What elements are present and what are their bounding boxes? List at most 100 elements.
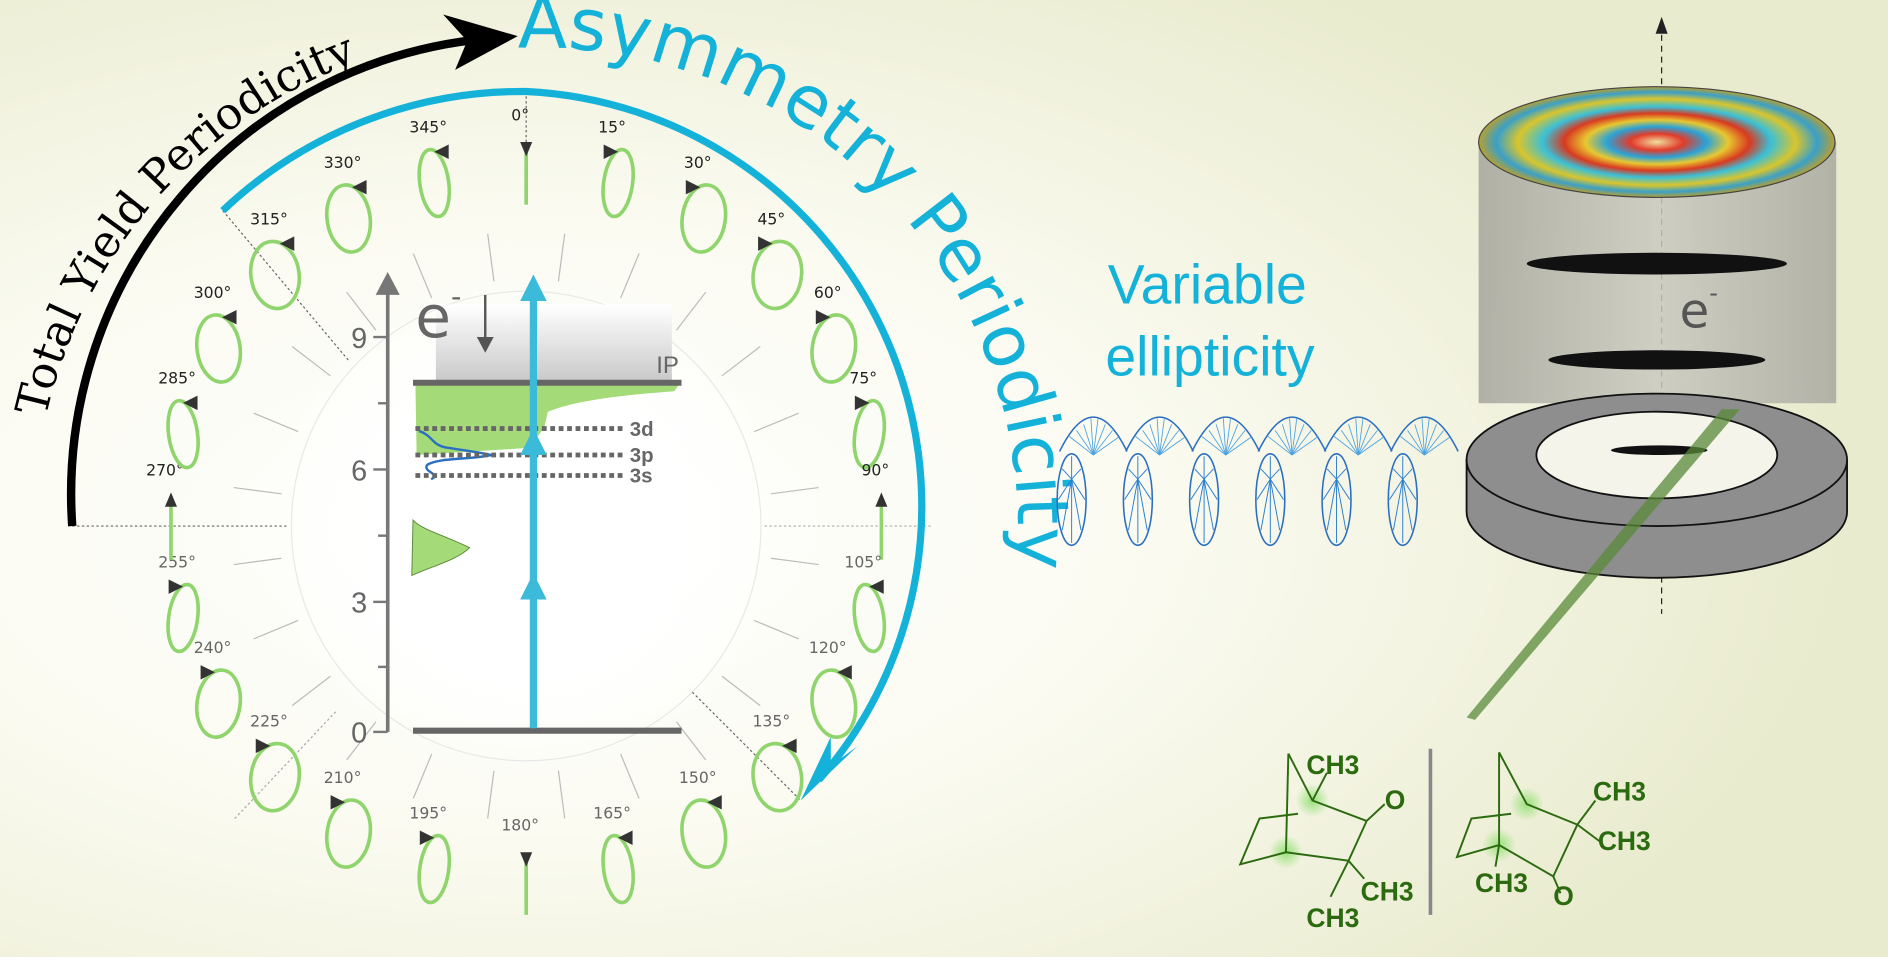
- angle-label-240: 240°: [194, 638, 232, 657]
- polar-spoke: [412, 253, 433, 299]
- angle-label-75: 75°: [849, 369, 877, 388]
- field-vector: [1402, 468, 1413, 480]
- field-vector: [1267, 436, 1293, 456]
- field-vector: [1269, 478, 1284, 500]
- polarization-ellipse-270: 270°: [146, 460, 184, 560]
- handedness-arrow-icon: [815, 309, 831, 325]
- vmi-detector: e-: [1465, 16, 1848, 720]
- electrode-1: [1526, 252, 1787, 275]
- right-ch3-b: CH3: [1598, 826, 1651, 856]
- handedness-arrow-icon: [618, 830, 633, 845]
- field-vector: [1215, 424, 1227, 456]
- field-vector: [1357, 418, 1364, 456]
- polarization-ellipse-75: 75°: [849, 369, 887, 470]
- polarization-ellipse-300: 300°: [194, 283, 243, 384]
- polar-spokes: [233, 233, 819, 819]
- angle-label-255: 255°: [158, 552, 196, 571]
- field-vector: [1203, 468, 1214, 480]
- angle-label-120: 120°: [809, 638, 847, 657]
- right-oxygen: O: [1553, 881, 1574, 911]
- polar-spoke: [770, 557, 819, 566]
- polarization-ellipse-90: 90°: [861, 460, 889, 560]
- reference-lines: [72, 96, 934, 819]
- field-vector: [1281, 424, 1293, 456]
- total-yield-arrow: [66, 34, 489, 527]
- angle-label-315: 315°: [250, 209, 288, 228]
- field-vector: [1159, 430, 1180, 456]
- polarization-ellipse: [248, 741, 302, 813]
- field-vector: [1424, 430, 1445, 456]
- tick-6: 6: [351, 455, 367, 487]
- field-vector: [1159, 436, 1187, 456]
- variable-label-line2: ellipticity: [1105, 326, 1315, 388]
- angle-label-195: 195°: [409, 804, 447, 823]
- polarization-helix: [1056, 416, 1459, 547]
- field-vector: [1340, 430, 1359, 456]
- polarization-ellipse-150: 150°: [679, 768, 728, 869]
- field-vector: [1156, 418, 1160, 456]
- field-vector: [1414, 424, 1425, 456]
- field-vector: [1291, 436, 1319, 456]
- field-vector: [1092, 418, 1099, 456]
- polarization-ellipse-120: 120°: [809, 638, 858, 739]
- polarization-ellipse-45: 45°: [751, 209, 804, 311]
- field-vector: [1333, 436, 1359, 456]
- handedness-arrow-icon: [279, 236, 295, 251]
- polarization-ellipse: [166, 582, 200, 654]
- polar-spoke: [233, 486, 282, 495]
- level-3s-label: 3s: [630, 465, 653, 488]
- polarization-ellipse-180: 180°: [501, 816, 539, 915]
- handedness-arrow-icon: [352, 179, 367, 195]
- field-vector: [1289, 418, 1293, 456]
- polarization-ellipse: [417, 147, 452, 219]
- field-vector: [1357, 424, 1371, 456]
- field-vector: [1208, 430, 1227, 456]
- field-vector: [1093, 436, 1121, 456]
- polarization-ellipse: [324, 798, 373, 869]
- polar-spoke: [487, 770, 495, 819]
- polarization-ellipse-225: 225°: [248, 712, 302, 813]
- detector-electron-label: e-: [1680, 279, 1718, 339]
- field-vector: [1256, 478, 1271, 500]
- field-vector: [1260, 468, 1271, 480]
- polarization-ellipse-315: 315°: [248, 209, 302, 311]
- polarization-ellipse: [194, 668, 243, 739]
- variable-label-line1: Variable: [1108, 253, 1307, 315]
- field-vector: [1402, 479, 1413, 531]
- polarization-ellipse: [852, 582, 887, 654]
- polarization-ellipse-285: 285°: [158, 369, 200, 470]
- field-vector: [1357, 436, 1385, 456]
- field-vector: [1225, 418, 1231, 456]
- angle-label-345: 345°: [409, 117, 447, 136]
- photon-arrowhead-mid: [520, 572, 547, 600]
- handedness-arrow-icon: [419, 830, 435, 845]
- polar-spoke: [291, 346, 331, 377]
- polar-spoke: [620, 753, 640, 799]
- field-vector: [1194, 468, 1205, 480]
- polarization-ellipses: 0°15°30°45°60°75°90°105°120°135°150°165°…: [146, 105, 889, 915]
- handedness-arrow-icon: [168, 579, 184, 594]
- angle-label-90: 90°: [861, 460, 889, 479]
- field-vector: [1137, 478, 1152, 500]
- left-ch3-top: CH3: [1306, 750, 1359, 780]
- polarization-ellipse: [810, 313, 858, 384]
- field-vector: [1336, 468, 1347, 480]
- helix-ellipse: [1387, 453, 1418, 547]
- field-vector: [1061, 468, 1072, 480]
- asymmetry-arrowhead: [800, 736, 858, 801]
- photon-arrowhead-top: [520, 274, 547, 301]
- handedness-arrow-icon: [854, 395, 870, 411]
- polar-spoke: [721, 346, 761, 377]
- polarization-ellipse: [194, 313, 243, 384]
- field-vector: [1124, 478, 1139, 500]
- field-vector: [1128, 468, 1139, 480]
- polarization-ellipse-255: 255°: [158, 552, 200, 654]
- energy-axis-arrowhead: [375, 272, 400, 295]
- field-vector: [1392, 479, 1404, 531]
- angle-label-45: 45°: [757, 209, 785, 228]
- helix-ellipse: [1188, 453, 1220, 547]
- field-vector: [1291, 418, 1298, 456]
- helix-ellipse: [1321, 453, 1352, 547]
- polar-spoke: [487, 233, 495, 282]
- helix-arc: [1191, 416, 1261, 452]
